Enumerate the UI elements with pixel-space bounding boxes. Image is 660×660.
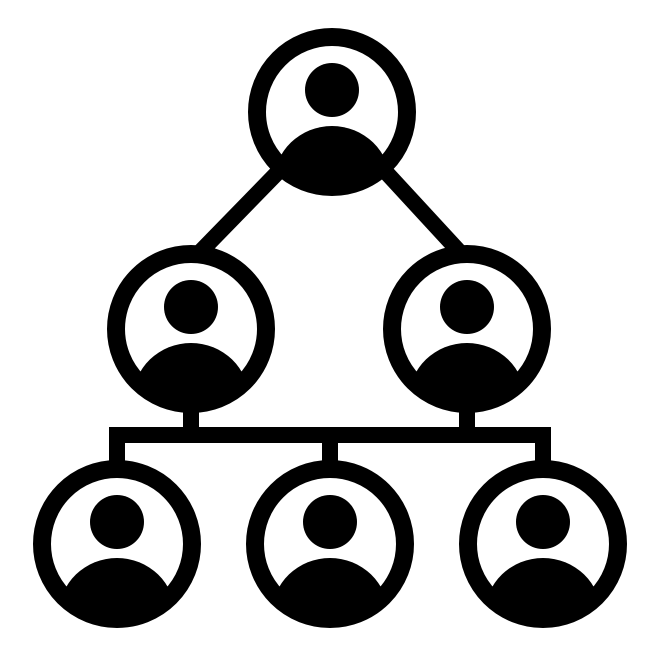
person-head-icon [516, 495, 570, 549]
connector-lines [109, 158, 551, 468]
person-node-bottom-left [33, 460, 201, 628]
person-node-bottom-middle [246, 460, 414, 628]
person-body-icon [133, 343, 249, 399]
person-body-icon [59, 558, 175, 614]
connector-top-right [372, 158, 467, 259]
person-head-icon [164, 280, 218, 334]
person-body-icon [409, 343, 525, 399]
person-node-mid-right [383, 245, 551, 413]
person-head-icon [90, 495, 144, 549]
person-node-bottom-right [459, 460, 627, 628]
person-head-icon [303, 495, 357, 549]
person-node-top [248, 28, 416, 196]
person-node-mid-left [107, 245, 275, 413]
person-body-icon [274, 126, 390, 182]
connector-top-left [193, 158, 292, 259]
person-head-icon [305, 63, 359, 117]
person-head-icon [440, 280, 494, 334]
person-body-icon [272, 558, 388, 614]
person-body-icon [485, 558, 601, 614]
